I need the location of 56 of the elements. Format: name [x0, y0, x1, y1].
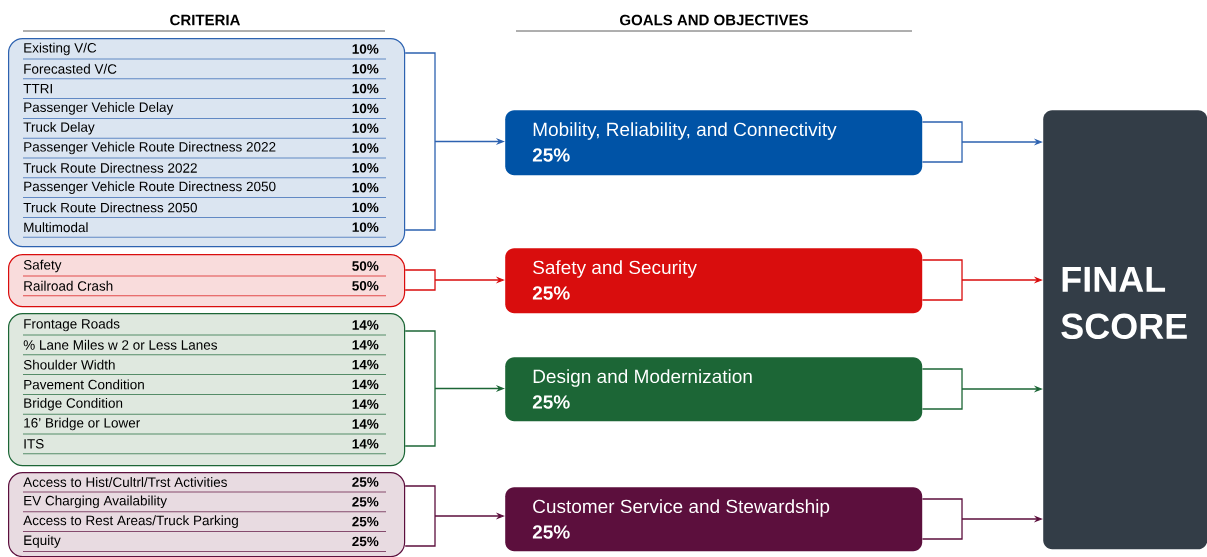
criterion-name: Truck Delay	[23, 121, 95, 135]
weight-value: 25%	[352, 477, 379, 487]
weight-value: 10%	[352, 64, 379, 74]
criterion-name: ITS	[24, 439, 44, 449]
criterion-name: Truck Route Directness 2050	[23, 202, 197, 213]
weight-value: 25%	[352, 516, 379, 527]
weight-value: 14%	[352, 379, 379, 390]
weight-value: 50%	[352, 261, 379, 271]
weight-value: 25%	[352, 536, 379, 547]
weight-value: 14%	[352, 320, 379, 330]
criterion-name: Passenger Vehicle Route Directness 2022	[24, 141, 276, 155]
section-heading: GOALS AND OBJECTIVES	[620, 14, 808, 26]
final-score-box: FINAL SCORE	[1043, 110, 1207, 550]
weight-value: 14%	[352, 340, 379, 350]
weight-value: 14%	[352, 399, 379, 409]
criteria-panel	[8, 313, 406, 467]
criterion-name: Access to Hist/Cultrl/Trst Activities	[23, 477, 227, 487]
weight-value: 10%	[352, 83, 379, 94]
weight-value: 10%	[352, 143, 379, 153]
criterion-name: Safety	[23, 259, 62, 273]
criterion-name: Passenger Vehicle Delay	[24, 102, 174, 115]
weight-value: 10%	[352, 163, 379, 173]
criterion-name: Frontage Roads	[24, 318, 120, 332]
criterion-name: Railroad Crash	[24, 280, 113, 291]
criterion-name: EV Charging Availability	[24, 495, 167, 509]
criterion-name: Shoulder Width	[23, 359, 115, 370]
weight-value: 10%	[352, 44, 379, 54]
criterion-name: Forecasted V/C	[24, 63, 117, 74]
weight-value: 50%	[352, 281, 379, 291]
weight-value: 14%	[352, 419, 379, 429]
goal-box: Customer Service and Stewardship 25%	[505, 487, 923, 552]
goal-box: Safety and Security 25%	[505, 248, 923, 314]
criterion-name: Passenger Vehicle Route Directness 2050	[24, 181, 276, 194]
weight-value: 10%	[352, 202, 379, 213]
criterion-name: Multimodal	[24, 222, 88, 233]
weight-value: 10%	[352, 103, 379, 114]
weight-value: 10%	[352, 182, 379, 193]
criteria-panel	[8, 472, 406, 557]
criterion-name: TTRI	[23, 83, 52, 94]
criterion-name: Truck Route Directness 2022	[23, 162, 197, 173]
criterion-name: Bridge Condition	[24, 397, 123, 411]
criteria-panel	[8, 254, 406, 308]
criterion-name: Pavement Condition	[24, 379, 144, 390]
weight-value: 14%	[352, 359, 379, 370]
weight-value: 10%	[352, 123, 379, 133]
criteria-panel	[8, 38, 406, 248]
weight-value: 14%	[352, 439, 379, 449]
criterion-name: Access to Rest Areas/Truck Parking	[23, 515, 238, 528]
goal-box: Mobility, Reliability, and Connectivity 25%	[505, 110, 923, 176]
weight-value: 10%	[352, 222, 379, 232]
criterion-name: 16’ Bridge or Lower	[24, 417, 140, 431]
weight-value: 25%	[352, 497, 379, 507]
criterion-name: Existing V/C	[24, 42, 97, 56]
criterion-name: Equity	[24, 535, 61, 548]
criterion-name: % Lane Miles w 2 or Less Lanes	[23, 339, 217, 350]
goal-box: Design and Modernization 25%	[505, 357, 923, 422]
